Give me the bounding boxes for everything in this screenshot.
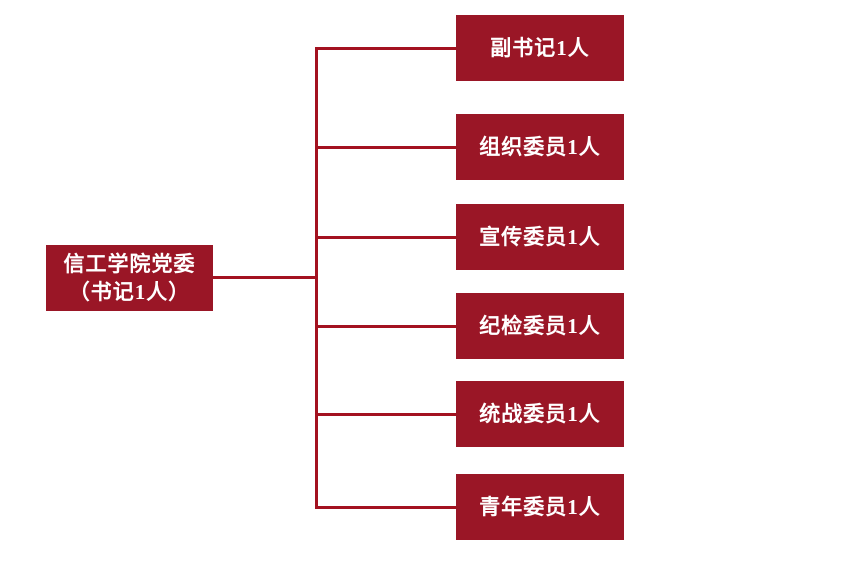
child-node-label: 副书记1人 (490, 35, 590, 60)
child-node-label: 组织委员1人 (479, 134, 601, 159)
child-node-united-front-member: 统战委员1人 (456, 381, 624, 447)
child-node-label: 宣传委员1人 (479, 224, 601, 249)
child-node-label: 青年委员1人 (479, 494, 601, 519)
connector-branch-5 (315, 413, 457, 416)
connector-root-link (213, 276, 318, 279)
child-node-discipline-member: 纪检委员1人 (456, 293, 624, 359)
connector-branch-3 (315, 236, 457, 239)
child-node-publicity-member: 宣传委员1人 (456, 204, 624, 270)
child-node-label: 统战委员1人 (479, 401, 601, 426)
connector-branch-1 (315, 47, 457, 50)
connector-branch-2 (315, 146, 457, 149)
connector-branch-6 (315, 506, 457, 509)
child-node-label: 纪检委员1人 (479, 313, 601, 338)
root-node-label-line2: （书记1人） (68, 280, 191, 304)
connector-branch-4 (315, 325, 457, 328)
child-node-organization-member: 组织委员1人 (456, 114, 624, 180)
root-node-label-line1: 信工学院党委 (63, 251, 196, 276)
child-node-deputy-secretary: 副书记1人 (456, 15, 624, 81)
child-node-youth-member: 青年委员1人 (456, 474, 624, 540)
connector-trunk (315, 47, 318, 509)
root-node-party-committee: 信工学院党委 （书记1人） (46, 245, 213, 311)
